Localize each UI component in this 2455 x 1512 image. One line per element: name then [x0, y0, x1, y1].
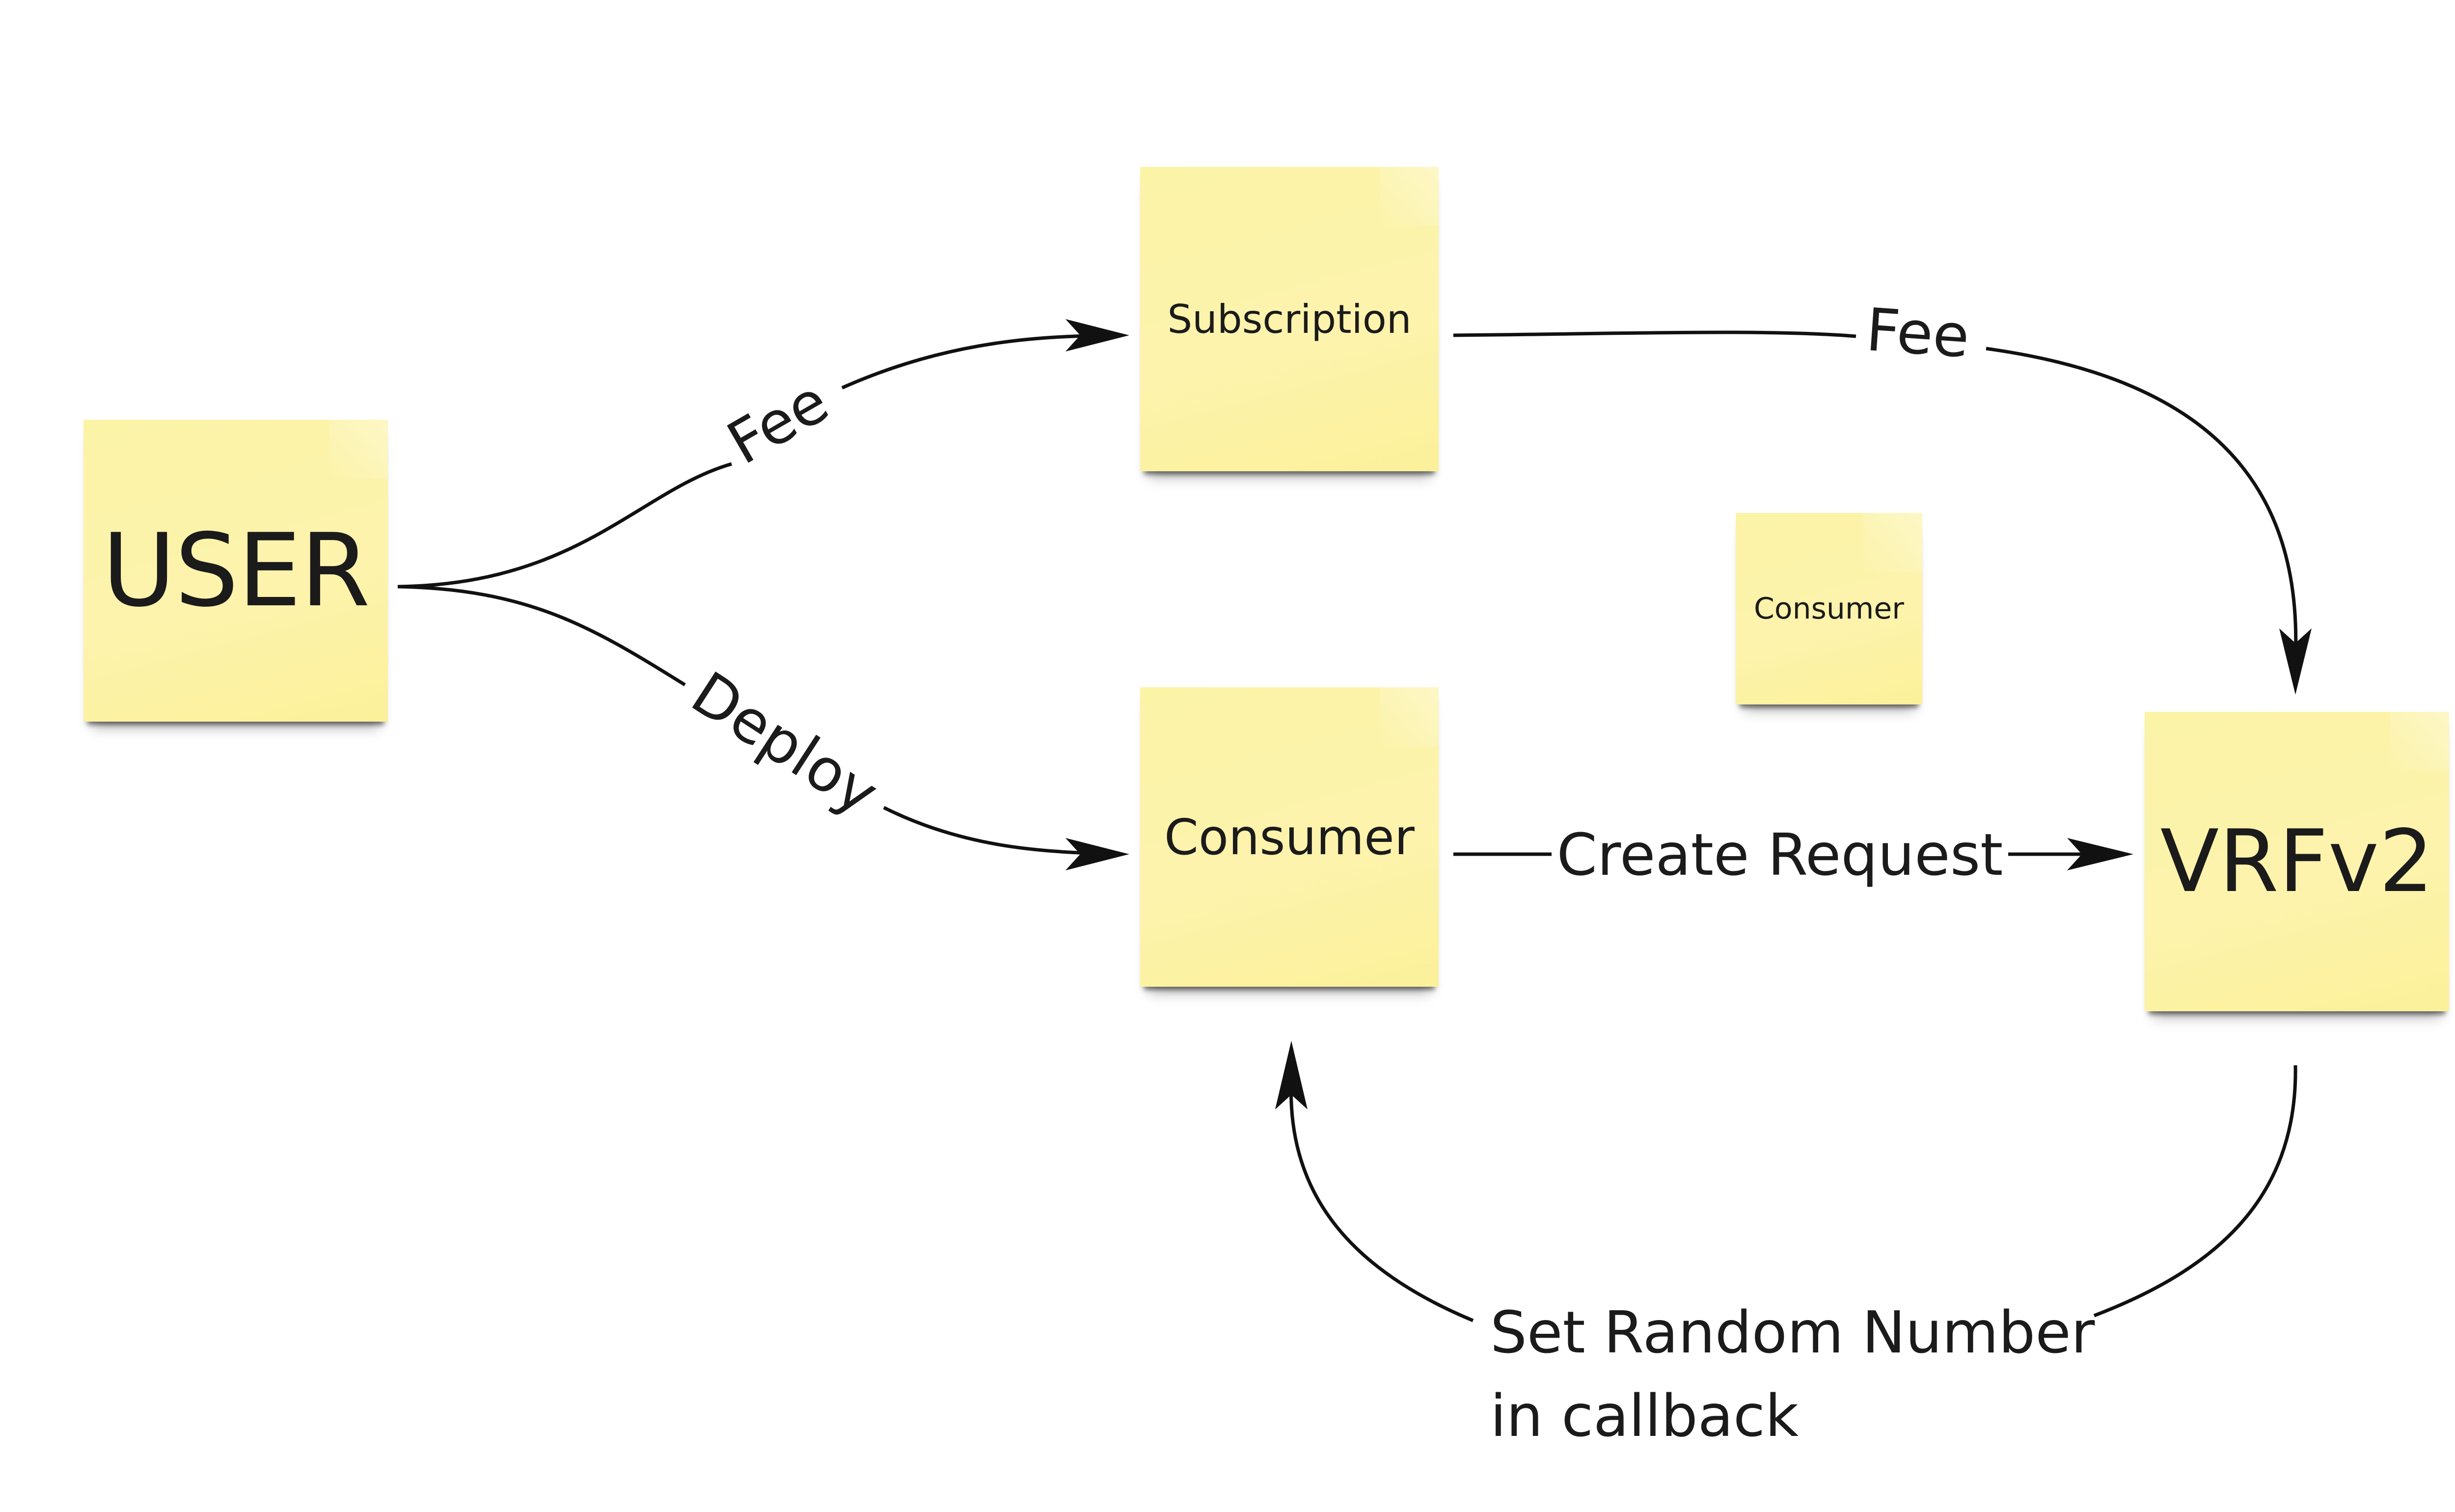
- edge-label-deploy: Deploy: [680, 659, 890, 829]
- edge-user-to-consumer: Deploy: [397, 585, 1129, 870]
- edge-consumer-to-vrf: Create Request: [1453, 821, 2133, 889]
- edge-user-to-subscription-arrowhead: [1065, 319, 1129, 351]
- edge-vrf-to-consumer-line: [1289, 1065, 2297, 1323]
- edge-user-to-consumer-arrowhead: [1065, 838, 1129, 870]
- edge-label-in-callback: in callback: [1490, 1382, 1799, 1450]
- edge-vrf-to-consumer: Set Random Number in callback: [1275, 1041, 2297, 1450]
- sticky-note-subscription[interactable]: Subscription: [1140, 167, 1439, 471]
- sticky-note-consumer-label: Consumer: [1164, 808, 1415, 866]
- sticky-note-consumer-small-label: Consumer: [1754, 592, 1904, 626]
- sticky-note-consumer-small[interactable]: Consumer: [1736, 513, 1922, 704]
- sticky-note-consumer[interactable]: Consumer: [1140, 687, 1439, 987]
- edge-vrf-to-consumer-arrowhead: [1275, 1041, 1308, 1109]
- sticky-note-vrfv2-label: VRFv2: [2160, 811, 2434, 912]
- edge-consumer-to-vrf-arrowhead: [2067, 838, 2133, 870]
- edge-subscription-to-vrf: Fee: [1453, 296, 2312, 695]
- edge-subscription-to-vrf-line: [1453, 330, 2298, 658]
- edge-user-to-subscription: Fee: [397, 319, 1129, 589]
- sticky-note-vrfv2[interactable]: VRFv2: [2145, 712, 2449, 1011]
- sticky-note-user-label: USER: [102, 512, 370, 629]
- edge-subscription-to-vrf-arrowhead: [2279, 628, 2312, 695]
- edge-label-fee-2: Fee: [1864, 296, 1971, 371]
- edge-label-fee-1: Fee: [716, 367, 840, 478]
- edge-label-set-random-number: Set Random Number: [1490, 1298, 2095, 1366]
- sticky-note-user[interactable]: USER: [83, 420, 388, 722]
- sticky-note-subscription-label: Subscription: [1167, 296, 1412, 342]
- edge-label-create-request: Create Request: [1557, 821, 2003, 889]
